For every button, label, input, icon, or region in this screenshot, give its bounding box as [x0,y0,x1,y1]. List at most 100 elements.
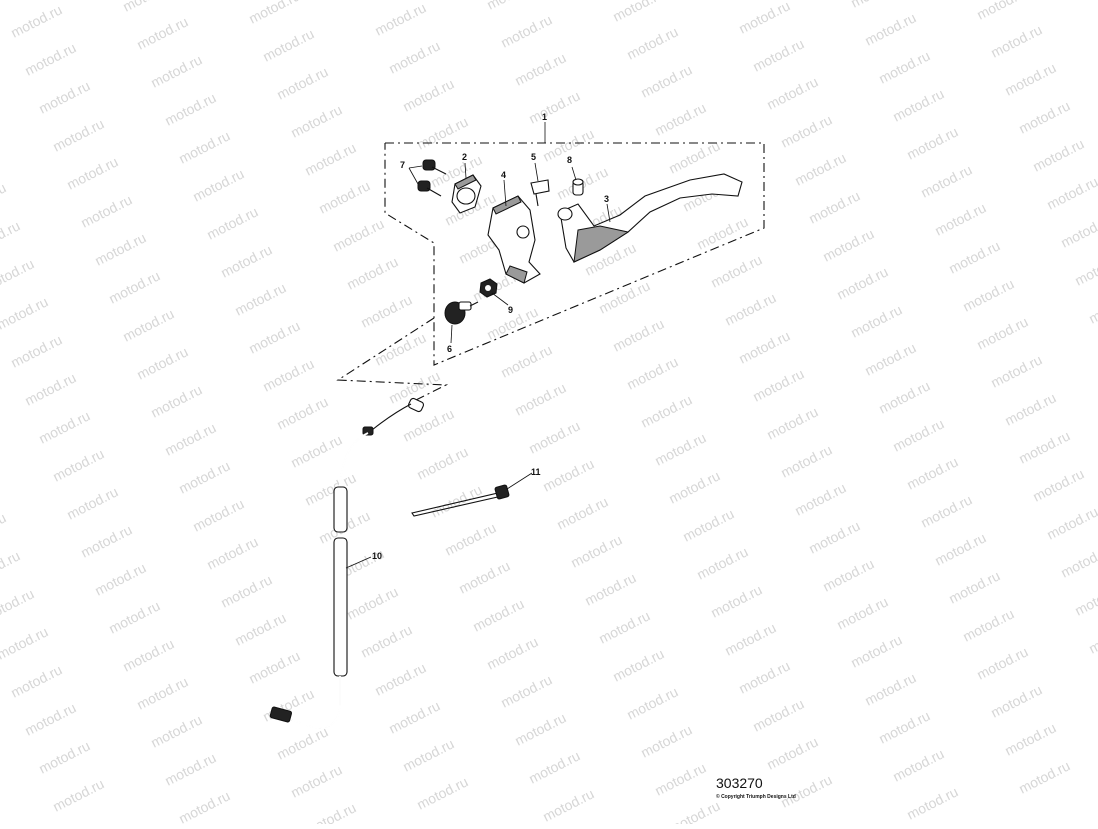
watermark-text: motod.ru [302,139,358,178]
watermark-text: motod.ru [120,0,176,15]
clutch-lever [557,173,743,263]
watermark-text: motod.ru [120,635,176,674]
watermark-text: motod.ru [64,483,120,522]
watermark-text: motod.ru [36,407,92,446]
watermark-text: motod.ru [904,453,960,492]
watermark-text: motod.ru [1002,719,1058,758]
watermark-text: motod.ru [946,567,1002,606]
watermark-text: motod.ru [176,787,232,824]
watermark-text: motod.ru [358,621,414,660]
watermark-text: motod.ru [596,607,652,646]
watermark-text: motod.ru [260,25,316,64]
watermark-text: motod.ru [120,305,176,344]
callout-3: 3 [604,194,609,204]
watermark-text: motod.ru [204,203,260,242]
watermark-text: motod.ru [204,533,260,572]
copyright-notice: © Copyright Triumph Designs Ltd [716,793,796,800]
watermark-text: motod.ru [554,493,610,532]
watermark-text: motod.ru [960,605,1016,644]
watermark-text: motod.ru [232,279,288,318]
watermark-text: motod.ru [344,253,400,292]
watermark-text: motod.ru [974,0,1030,23]
watermark-text: motod.ru [470,595,526,634]
watermark-text: motod.ru [848,631,904,670]
watermark-text: motod.ru [820,225,876,264]
watermark-text: motod.ru [1086,287,1098,326]
watermark-text: motod.ru [1072,579,1098,618]
watermark-text: motod.ru [778,441,834,480]
handlebar-clamp [451,174,482,214]
watermark-text: motod.ru [890,85,946,124]
watermark-text: motod.ru [764,733,820,772]
watermark-text: motod.ru [92,559,148,598]
watermark-text: motod.ru [344,583,400,622]
callout-7: 7 [400,160,405,170]
callout-1: 1 [542,112,547,122]
watermark-text: motod.ru [400,735,456,774]
watermark-text: motod.ru [316,177,372,216]
watermark-text: motod.ru [960,275,1016,314]
watermark-text: motod.ru [750,365,806,404]
watermark-text: motod.ru [0,547,23,586]
watermark-text: motod.ru [652,99,708,138]
watermark-text: motod.ru [904,123,960,162]
watermark-text: motod.ru [372,0,428,39]
watermark-text: motod.ru [610,0,666,25]
watermark-text: motod.ru [0,585,37,624]
watermark-text: motod.ru [736,0,792,37]
watermark-text: motod.ru [736,657,792,696]
watermark-text: motod.ru [190,165,246,204]
watermark-text: motod.ru [582,569,638,608]
watermark-text: motod.ru [134,13,190,52]
watermark-text: motod.ru [904,783,960,822]
watermark-text: motod.ru [0,293,51,332]
watermark-text: motod.ru [50,775,106,814]
watermark-text: motod.ru [50,445,106,484]
watermark-text: motod.ru [666,467,722,506]
watermark-text: motod.ru [372,659,428,698]
watermark-text: motod.ru [218,571,274,610]
watermark-text: motod.ru [372,329,428,368]
watermark-text: motod.ru [848,0,904,11]
watermark-text: motod.ru [694,543,750,582]
watermark-text: motod.ru [1058,541,1098,580]
watermark-text: motod.ru [246,0,302,27]
watermark-text: motod.ru [456,557,512,596]
watermark-text: motod.ru [0,623,51,662]
watermark-text: motod.ru [736,327,792,366]
pivot-bolt [530,179,550,207]
watermark-text: motod.ru [1016,427,1072,466]
watermark-text: motod.ru [302,469,358,508]
watermark-text: motod.ru [624,683,680,722]
watermark-text: motod.ru [862,9,918,48]
watermark-text: motod.ru [722,289,778,328]
watermark-text: motod.ru [148,381,204,420]
watermark-text: motod.ru [652,759,708,798]
watermark-text: motod.ru [848,301,904,340]
watermark-text: motod.ru [0,255,37,294]
watermark-text: motod.ru [806,517,862,556]
callout-11: 11 [531,467,541,477]
watermark-text: motod.ru [78,521,134,560]
watermark-text: motod.ru [820,555,876,594]
watermark-text: motod.ru [834,263,890,302]
watermark-text: motod.ru [358,291,414,330]
watermark-text: motod.ru [162,89,218,128]
watermark-text: motod.ru [148,711,204,750]
watermark-text: motod.ru [610,315,666,354]
watermark-text: motod.ru [624,353,680,392]
cable-tie [411,484,510,517]
watermark-text: motod.ru [778,771,834,810]
watermark-text: motod.ru [1030,135,1086,174]
watermark-text: motod.ru [512,709,568,748]
watermark-text: motod.ru [792,149,848,188]
watermark-text: motod.ru [428,481,484,520]
watermark-text: motod.ru [1016,97,1072,136]
watermark-text: motod.ru [274,63,330,102]
watermark-text: motod.ru [512,379,568,418]
watermark-text: motod.ru [988,681,1044,720]
watermark-text: motod.ru [1086,617,1098,656]
watermark-text: motod.ru [8,1,64,40]
watermark-text: motod.ru [512,49,568,88]
